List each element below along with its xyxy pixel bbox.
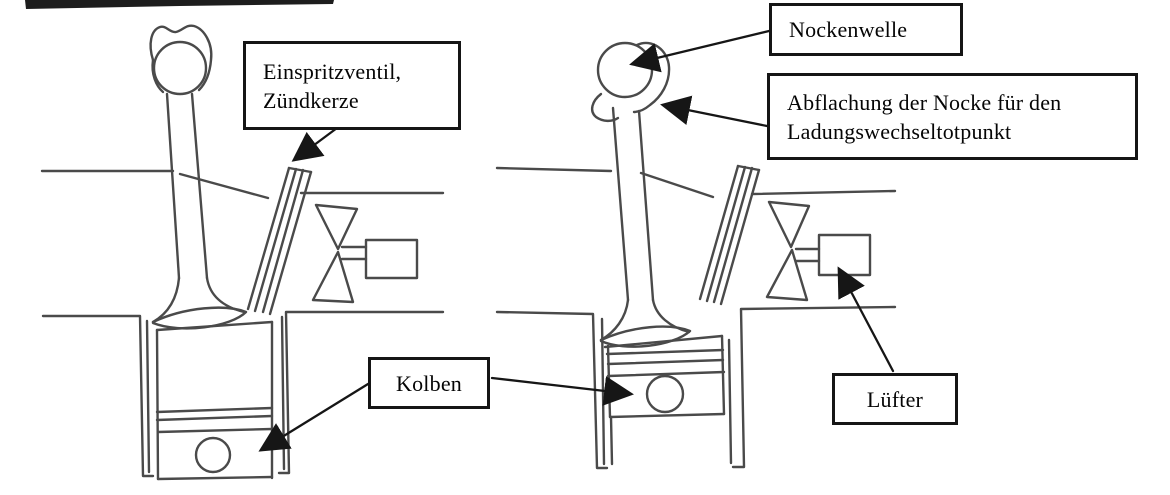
label-kolben: Kolben	[368, 357, 490, 409]
cropped-box-edge	[25, 0, 334, 9]
cam-left	[149, 24, 213, 96]
fan-left	[311, 203, 419, 304]
label-einspritzventil: Einspritzventil, Zündkerze	[243, 41, 461, 130]
left-engine-drawing	[40, 24, 445, 481]
right-engine-drawing	[495, 41, 897, 470]
piston-left	[155, 320, 274, 481]
label-luefter: Lüfter	[832, 373, 958, 425]
arrow-nockenwelle	[629, 29, 771, 73]
fan-right	[765, 200, 872, 302]
arrow-luefter	[837, 266, 895, 373]
cam-right	[590, 41, 671, 123]
arrow-kolben-left	[258, 382, 370, 452]
valve-left	[151, 92, 248, 330]
label-abflachung-line1: Abflachung der Nocke für den	[787, 89, 1062, 115]
arrow-abflachung	[660, 95, 769, 128]
arrow-einspritzventil	[291, 126, 339, 162]
valve-right	[599, 106, 692, 348]
injector-tube-right	[698, 164, 761, 306]
wrist-pin-left	[194, 436, 232, 474]
label-einspritzventil-line2: Zündkerze	[263, 87, 359, 113]
label-einspritzventil-line1: Einspritzventil,	[263, 58, 402, 84]
label-abflachung: Abflachung der Nocke für den Ladungswech…	[767, 73, 1138, 160]
label-nockenwelle: Nockenwelle	[769, 3, 963, 56]
injector-tube-left	[246, 166, 313, 316]
arrow-kolben-right	[490, 376, 634, 406]
wrist-pin-right	[645, 374, 685, 414]
annotation-arrows	[258, 29, 895, 452]
label-abflachung-line2: Ladungswechseltotpunkt	[787, 118, 1012, 144]
piston-right	[603, 334, 726, 466]
